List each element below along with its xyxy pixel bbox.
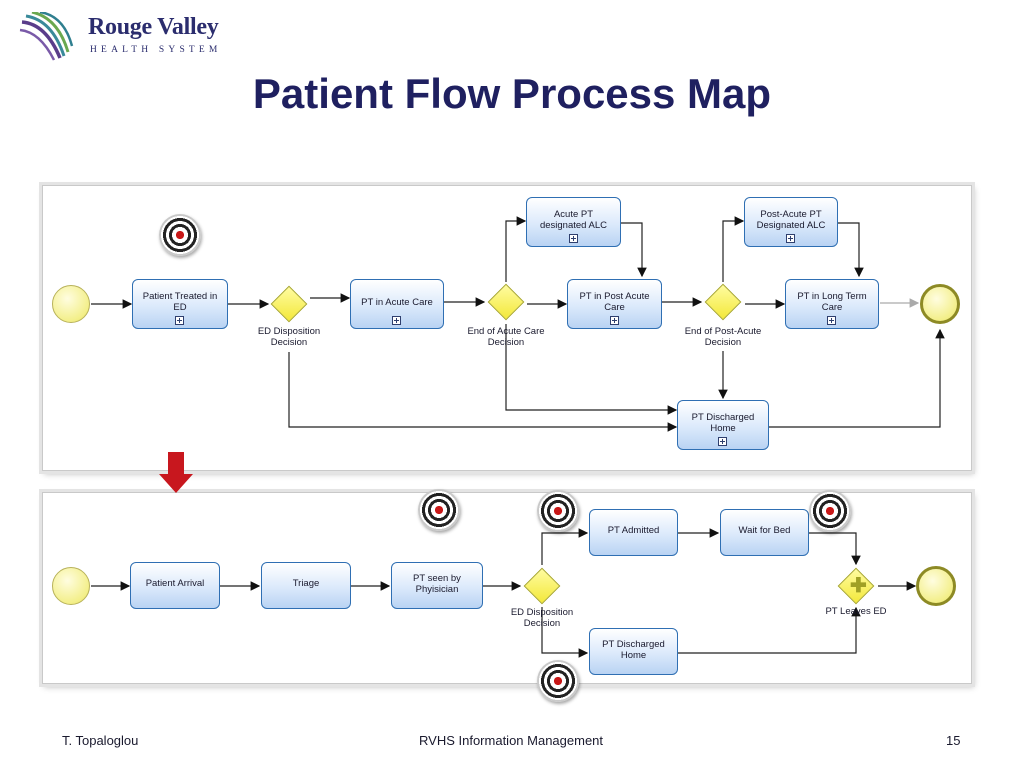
rouge-valley-logo: Rouge Valley HEALTH SYSTEM (18, 10, 228, 64)
expand-plus-icon[interactable] (786, 234, 795, 243)
start-event (52, 285, 90, 323)
expand-plus-icon[interactable] (718, 437, 727, 446)
task-label: Wait for Bed (738, 525, 791, 536)
task-acute-alc[interactable]: Acute PT designated ALC (526, 197, 621, 247)
expand-plus-icon[interactable] (175, 316, 184, 325)
task-label: PT Admitted (607, 525, 660, 536)
expand-plus-icon[interactable] (609, 316, 619, 325)
task-label: PT in Long Term Care (797, 291, 867, 313)
task-triage[interactable]: Triage (261, 562, 351, 609)
task-patient-arrival[interactable]: Patient Arrival (130, 562, 220, 609)
leaf-logo-icon (19, 10, 74, 61)
task-label: PT in Post Acute Care (579, 291, 650, 313)
task-label: Acute PT designated ALC (539, 209, 608, 231)
task-patient-treated-ed[interactable]: Patient Treated in ED (132, 279, 228, 329)
task-label: Patient Arrival (145, 578, 205, 589)
task-label: Post-Acute PT Designated ALC (756, 209, 826, 231)
task-long-term-care[interactable]: PT in Long Term Care (785, 279, 879, 329)
task-label: PT Discharged Home (602, 638, 665, 661)
task-post-acute-alc[interactable]: Post-Acute PT Designated ALC (744, 197, 838, 247)
task-discharged-home-2[interactable]: PT Discharged Home (589, 628, 678, 675)
down-arrow-icon (159, 452, 193, 493)
task-label: Triage (292, 578, 320, 589)
end-event (920, 284, 960, 324)
gateway-label: End of Acute Care Decision (467, 326, 545, 348)
gateway-label: ED Disposition Decision (257, 326, 321, 348)
target-icon (809, 490, 851, 532)
task-discharged-home[interactable]: PT Discharged Home (677, 400, 769, 450)
task-wait-for-bed[interactable]: Wait for Bed (720, 509, 809, 556)
task-label: PT seen by Phyisician (413, 572, 461, 595)
footer-department: RVHS Information Management (419, 733, 604, 748)
logo-subtitle: HEALTH SYSTEM (90, 45, 222, 55)
task-post-acute-care[interactable]: PT in Post Acute Care (567, 279, 662, 329)
task-label: PT in Acute Care (361, 296, 433, 308)
expand-plus-icon[interactable] (392, 316, 401, 325)
gateway-label: ED Disposition Decision (510, 607, 574, 629)
gateway-label: End of Post-Acute Decision (684, 326, 762, 348)
page-title: Patient Flow Process Map (252, 70, 772, 117)
task-label: Patient Treated in ED (142, 291, 218, 313)
footer-author: T. Topaloglou (62, 733, 139, 748)
expand-plus-icon[interactable] (827, 316, 836, 325)
end-event (916, 566, 956, 606)
task-pt-admitted[interactable]: PT Admitted (589, 509, 678, 556)
task-seen-physician[interactable]: PT seen by Phyisician (391, 562, 483, 609)
target-icon (418, 489, 460, 531)
footer-page-number: 15 (946, 733, 961, 748)
task-acute-care[interactable]: PT in Acute Care (350, 279, 444, 329)
start-event (52, 567, 90, 605)
task-label: PT Discharged Home (691, 412, 755, 434)
gateway-label: PT Leaves ED (825, 606, 887, 617)
target-icon (159, 214, 201, 256)
logo-name: Rouge Valley (88, 14, 219, 40)
target-icon (537, 660, 579, 702)
expand-plus-icon[interactable] (568, 234, 578, 243)
parallel-plus-icon: ✚ (850, 575, 867, 597)
target-icon (537, 490, 579, 532)
